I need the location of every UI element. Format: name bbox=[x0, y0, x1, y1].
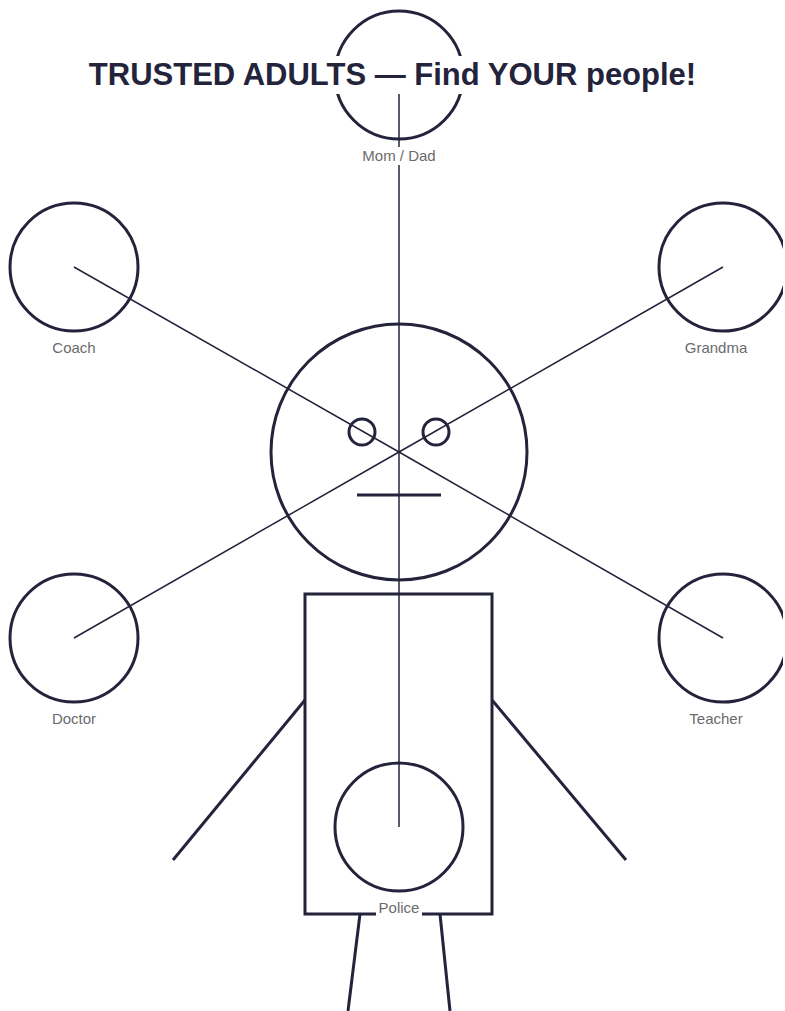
adult-circle-shape bbox=[10, 574, 138, 702]
label-row: Teacher bbox=[649, 710, 783, 728]
adult-label: Mom / Dad bbox=[359, 147, 438, 165]
adult-circle-shape bbox=[10, 203, 138, 331]
spoke-line bbox=[74, 452, 399, 638]
label-row: Doctor bbox=[7, 710, 141, 728]
spoke-line bbox=[399, 267, 723, 452]
label-row: Mom / Dad bbox=[332, 147, 466, 165]
spoke-line bbox=[74, 267, 399, 452]
adult-label: Police bbox=[376, 899, 423, 917]
adult-circle: Grandma bbox=[649, 201, 783, 359]
eye bbox=[423, 419, 449, 445]
adult-circle: Police bbox=[332, 761, 466, 919]
circle-outline bbox=[7, 572, 141, 704]
adult-label: Doctor bbox=[49, 710, 99, 728]
adult-circle-shape bbox=[659, 574, 783, 702]
adult-circle: Doctor bbox=[7, 572, 141, 730]
spoke-line bbox=[399, 452, 723, 638]
eye bbox=[349, 419, 375, 445]
spoke-line bbox=[398, 452, 400, 827]
head-circle bbox=[271, 324, 527, 580]
arm bbox=[492, 700, 626, 860]
adult-label: Grandma bbox=[682, 339, 751, 357]
label-row: Police bbox=[332, 899, 466, 917]
title-wrap: TRUSTED ADULTS — Find YOUR people! bbox=[0, 56, 785, 94]
label-row: Coach bbox=[7, 339, 141, 357]
circle-outline bbox=[332, 761, 466, 893]
adult-circle-shape bbox=[335, 763, 463, 891]
mouth bbox=[357, 494, 441, 497]
circle-outline bbox=[649, 572, 783, 704]
body-rect bbox=[305, 594, 492, 914]
spoke-line bbox=[398, 75, 400, 452]
adult-circle-shape bbox=[335, 11, 463, 139]
arm bbox=[173, 700, 305, 860]
leg bbox=[348, 914, 360, 1011]
adult-label: Coach bbox=[49, 339, 98, 357]
adult-circle: Coach bbox=[7, 201, 141, 359]
adult-label: Teacher bbox=[686, 710, 745, 728]
adult-circle-shape bbox=[659, 203, 783, 331]
label-row: Grandma bbox=[649, 339, 783, 357]
circle-outline bbox=[7, 201, 141, 333]
adult-circle: Teacher bbox=[649, 572, 783, 730]
leg bbox=[440, 914, 450, 1011]
circle-outline bbox=[649, 201, 783, 333]
diagram-title: TRUSTED ADULTS — Find YOUR people! bbox=[87, 56, 698, 94]
